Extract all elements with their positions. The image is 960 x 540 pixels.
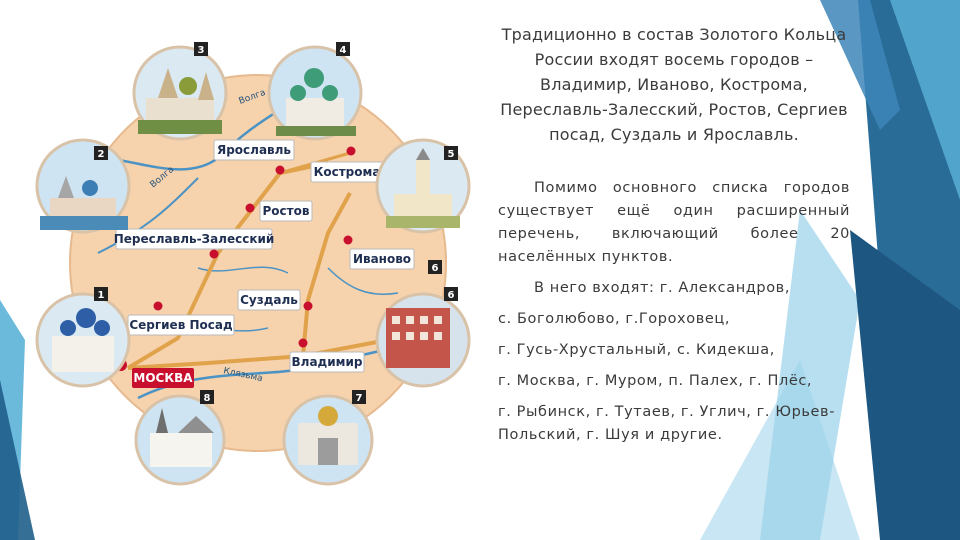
moskva-label: МОСКВА xyxy=(133,371,193,385)
photo-8 xyxy=(134,394,226,486)
suzdal-dot xyxy=(303,301,313,311)
includes-paragraph: В него входят: г. Александров, xyxy=(534,280,791,296)
kostroma-label: Кострома xyxy=(314,165,381,179)
photo-4 xyxy=(267,45,363,141)
road-ring-east xyxy=(301,192,352,357)
photo-number-8: 8 xyxy=(204,393,211,404)
text-column: Традиционно в состав Золотого Кольца Рос… xyxy=(498,22,850,455)
photo-3 xyxy=(132,45,228,141)
sergiev-label: Сергиев Посад xyxy=(129,318,233,332)
lead-paragraph: Традиционно в состав Золотого Кольца Рос… xyxy=(500,25,848,144)
photo-number-4: 4 xyxy=(340,45,347,56)
photo-number-7: 7 xyxy=(356,393,363,404)
rostov-dot xyxy=(245,203,255,213)
golden-ring-map: Ярославль Кострома Ростов Переславль-Зал… xyxy=(28,38,488,488)
yaroslavl-dot xyxy=(275,165,285,175)
rostov-label: Ростов xyxy=(263,204,310,218)
suzdal-label: Суздаль xyxy=(240,293,298,307)
town-list-item: с. Боголюбово, г.Гороховец, xyxy=(498,311,731,327)
town-list-item: г. Гусь-Хрустальный, с. Кидекша, xyxy=(498,342,775,358)
photo-1 xyxy=(35,292,131,388)
photo-number-5: 5 xyxy=(448,149,455,160)
ivanovo-dot xyxy=(343,235,353,245)
extended-list-paragraph: Помимо основного списка городов существу… xyxy=(498,180,850,265)
photo-number-6a: 6 xyxy=(432,263,439,274)
road-east xyxy=(127,336,399,370)
photo-5 xyxy=(375,138,471,234)
vladimir-dot xyxy=(298,338,308,348)
photo-number-1: 1 xyxy=(98,290,105,301)
yaroslavl-label: Ярославль xyxy=(217,143,291,157)
vladimir-label: Владимир xyxy=(292,355,363,369)
volga-left-river xyxy=(97,177,199,254)
town-list-item: г. Рыбинск, г. Тутаев, г. Углич, г. Юрье… xyxy=(498,404,836,443)
kostroma-dot xyxy=(346,146,356,156)
ivanovo-label: Иваново xyxy=(353,252,411,266)
photo-number-6b: 6 xyxy=(448,290,455,301)
photo-number-3: 3 xyxy=(198,45,205,56)
photo-6 xyxy=(375,292,471,388)
pereslavl-label: Переславль-Залесский xyxy=(114,232,275,246)
photo-number-2: 2 xyxy=(98,149,105,160)
pereslavl-dot xyxy=(209,249,219,259)
photo-7 xyxy=(282,394,374,486)
town-list-item: г. Москва, г. Муром, п. Палех, г. Плёс, xyxy=(498,373,813,389)
photo-2 xyxy=(35,138,131,234)
sergiev-dot xyxy=(153,301,163,311)
